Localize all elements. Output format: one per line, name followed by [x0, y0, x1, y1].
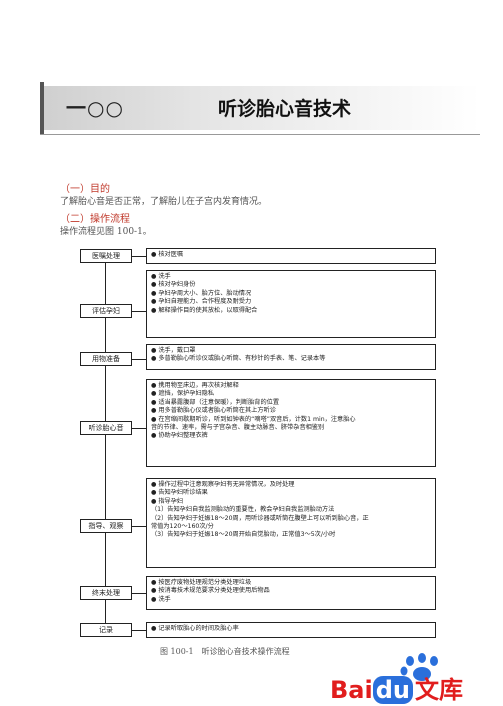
- step-line: ● 孕妇自理能力、合作程度及耐受力: [151, 298, 252, 306]
- step-label-box: 指导、观察: [80, 519, 132, 533]
- step-line: ● 告知孕妇听诊结果: [151, 489, 208, 497]
- step-label-box: 终末处理: [80, 586, 132, 600]
- flow-connector: [105, 263, 106, 311]
- step-link: [132, 256, 146, 257]
- header-accent-bar: [40, 82, 44, 134]
- logo-du: du: [372, 676, 413, 704]
- step-link: [132, 311, 146, 312]
- flow-connector: [105, 318, 106, 352]
- step-label-box: 听诊胎心音: [80, 421, 132, 435]
- step-line: 常值为120～160次/分: [151, 523, 214, 531]
- step-detail-box: ● 操作过程中注意观察孕妇有无异常情况，及时处理 ● 告知孕妇听诊结果 ● 指导…: [146, 478, 436, 568]
- step-line: ● 孕妇孕周大小、胎方位、胎动情况: [151, 289, 252, 297]
- section-goal-text: 了解胎心音是否正常，了解胎儿在子宫内发育情况。: [60, 197, 268, 207]
- step-line: ● 用多普勒胎心仪或者胎心听筒在其上方听诊: [151, 407, 276, 415]
- step-link: [132, 630, 146, 631]
- step-line: ● 核对医嘱: [151, 251, 184, 258]
- logo-bai: Bai: [330, 676, 373, 704]
- step-link: [132, 428, 146, 429]
- step-detail-box: ● 记录听取胎心的时间及胎心率: [146, 622, 436, 638]
- step-detail-box: ● 洗手，戴口罩 ● 多普勒胎心听诊仪或胎心听筒、有秒针的手表、笔、记录本等: [146, 344, 436, 370]
- step-line: ● 协助孕妇整理衣裤: [151, 432, 208, 440]
- step-line: ● 指导孕妇: [151, 497, 184, 505]
- step-link: [132, 593, 146, 594]
- figure-caption: 图 100-1 听诊胎心音技术操作流程: [160, 647, 290, 656]
- flow-connector: [105, 593, 106, 627]
- step-line: （1）告知孕妇自我监测胎动的重要性，教会孕妇自我监测胎动方法: [151, 506, 335, 514]
- step-line: ● 操作过程中注意观察孕妇有无异常情况，及时处理: [151, 481, 295, 488]
- step-label-box: 用物准备: [80, 352, 132, 366]
- step-line: ● 洗手: [151, 595, 171, 603]
- step-link: [132, 526, 146, 527]
- step-line: ● 解释操作目的使其放松，以取得配合: [151, 306, 258, 314]
- step-line: ● 在宫缩间歇期听诊，听到如钟表的“嘀嗒”双音后，计数1 min，注意胎心: [151, 415, 356, 423]
- flow-connector: [105, 359, 106, 421]
- step-detail-box: ● 洗手 ● 核对孕妇身份 ● 孕妇孕周大小、胎方位、胎动情况 ● 孕妇自理能力…: [146, 270, 436, 338]
- step-line: ● 适当暴露腹部（注意保暖），判断胎背的位置: [151, 398, 280, 406]
- page-title: 听诊胎心音技术: [218, 98, 352, 120]
- step-line: ● 携用物至床边，再次核对解释: [151, 382, 239, 389]
- step-line: ● 按医疗废物处理规范分类处理垃圾: [151, 579, 252, 586]
- section-flow-text: 操作流程见图 100-1。: [60, 227, 152, 237]
- step-link: [132, 359, 146, 360]
- step-label-box: 医嘱处理: [80, 249, 132, 263]
- paw-icon: [400, 653, 438, 681]
- step-detail-box: ● 携用物至床边，再次核对解释 ● 遮挡，保护孕妇隐私 ● 适当暴露腹部（注意保…: [146, 379, 436, 467]
- flow-connector: [105, 428, 106, 519]
- step-line: ● 洗手，戴口罩: [151, 347, 196, 354]
- step-label-box: 评估孕妇: [80, 304, 132, 318]
- flow-connector: [105, 526, 106, 586]
- section-flow-heading: （二）操作流程: [60, 214, 130, 225]
- header-divider: [40, 134, 480, 135]
- step-detail-box: ● 核对医嘱: [146, 248, 436, 264]
- chapter-header-band: [40, 86, 480, 130]
- step-line: ● 洗手: [151, 273, 171, 280]
- step-detail-box: ● 按医疗废物处理规范分类处理垃圾 ● 按消毒技术规范要求分类处理使用后物品 ●…: [146, 576, 436, 610]
- step-line: 音的节律、速率，需与子宫杂音、腹主动脉音、脐带杂音相鉴别: [151, 424, 325, 432]
- step-line: ● 按消毒技术规范要求分类处理使用后物品: [151, 587, 270, 595]
- step-line: ● 多普勒胎心听诊仪或胎心听筒、有秒针的手表、笔、记录本等: [151, 355, 326, 363]
- logo-wenku: 文库: [414, 676, 463, 704]
- step-line: （3）告知孕妇于妊娠18～20周开始自觉胎动，正常值3～5次/小时: [151, 531, 336, 539]
- section-goal-heading: （一）目的: [60, 184, 110, 195]
- step-line: ● 核对孕妇身份: [151, 281, 196, 289]
- step-label-box: 记录: [80, 623, 132, 637]
- step-line: ● 遮挡，保护孕妇隐私: [151, 390, 215, 398]
- step-line: ● 记录听取胎心的时间及胎心率: [151, 625, 239, 632]
- step-line: （2）告知孕妇于妊娠18～20周，用听诊器或听筒在腹壁上可以听到胎心音，正: [151, 514, 369, 522]
- chapter-number: 一○○: [66, 96, 124, 120]
